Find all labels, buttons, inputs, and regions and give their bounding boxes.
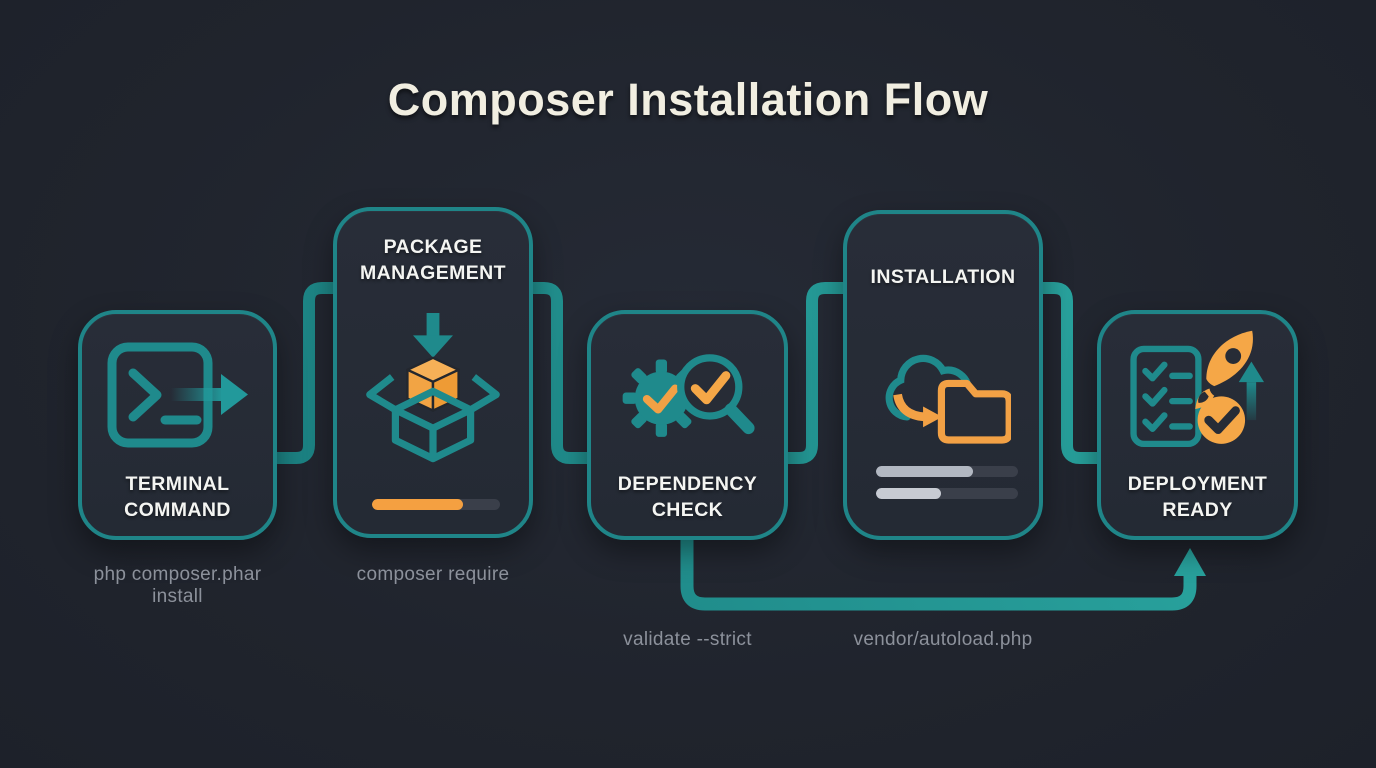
connector-package-to-dependency bbox=[529, 282, 591, 464]
step-caption-dependency: validate --strict bbox=[623, 629, 752, 650]
connector-dependency-to-installation bbox=[784, 282, 847, 464]
rocket-icon bbox=[1194, 330, 1253, 410]
step-label: INSTALLATION bbox=[870, 266, 1016, 288]
connector-bottom-loop bbox=[680, 536, 1197, 611]
package-progress-bar bbox=[372, 499, 500, 510]
step-caption-terminal: php composer.phar install bbox=[93, 564, 262, 607]
step-label: DEPENDENCY CHECK bbox=[617, 473, 758, 521]
step-card-terminal-command: TERMINAL COMMAND bbox=[78, 310, 277, 540]
page-title: Composer Installation Flow bbox=[387, 74, 989, 125]
gear-magnifier-check-icon bbox=[622, 354, 755, 437]
magnifier-handle-icon bbox=[724, 403, 755, 435]
success-check-circle-icon bbox=[1197, 396, 1245, 444]
up-arrow-shaft bbox=[1246, 382, 1256, 421]
step-card-package-management: PACKAGE MANAGEMENT bbox=[333, 207, 533, 538]
gear-check-icon bbox=[642, 384, 679, 414]
step-label: TERMINAL COMMAND bbox=[124, 473, 231, 521]
step-caption-installation: vendor/autoload.php bbox=[853, 629, 1033, 650]
step-card-deployment-ready: DEPLOYMENT READY bbox=[1097, 310, 1298, 540]
step-card-dependency-check: DEPENDENCY CHECK bbox=[587, 310, 788, 540]
checklist-rows bbox=[1141, 361, 1193, 432]
loop-up-arrowhead-icon bbox=[1174, 548, 1206, 576]
cloud-to-folder-icon bbox=[885, 354, 1011, 444]
package-cube-icon bbox=[406, 356, 460, 412]
checklist-board-icon bbox=[1129, 345, 1202, 448]
install-progress-bar-1 bbox=[876, 466, 1018, 477]
step-label: DEPLOYMENT READY bbox=[1127, 473, 1268, 521]
up-arrowhead-icon bbox=[1238, 361, 1264, 383]
open-box-download-icon bbox=[366, 313, 500, 463]
terminal-prompt-arrow-icon bbox=[107, 342, 248, 448]
checklist-rocket-check-icon bbox=[1129, 330, 1264, 448]
folder-icon bbox=[937, 379, 1011, 444]
download-arrow-icon bbox=[413, 313, 453, 358]
step-label: PACKAGE MANAGEMENT bbox=[360, 236, 506, 284]
lens-check-icon bbox=[690, 371, 730, 405]
step-card-installation: INSTALLATION bbox=[843, 210, 1043, 540]
install-progress-bar-2 bbox=[876, 488, 1018, 499]
transfer-arrow-icon bbox=[893, 393, 926, 422]
step-caption-package: composer require bbox=[356, 564, 510, 585]
connector-installation-to-deployment bbox=[1039, 282, 1101, 464]
transfer-arrowhead-icon bbox=[923, 406, 943, 428]
open-box-outline bbox=[366, 374, 500, 463]
connector-terminal-to-package bbox=[273, 282, 337, 464]
